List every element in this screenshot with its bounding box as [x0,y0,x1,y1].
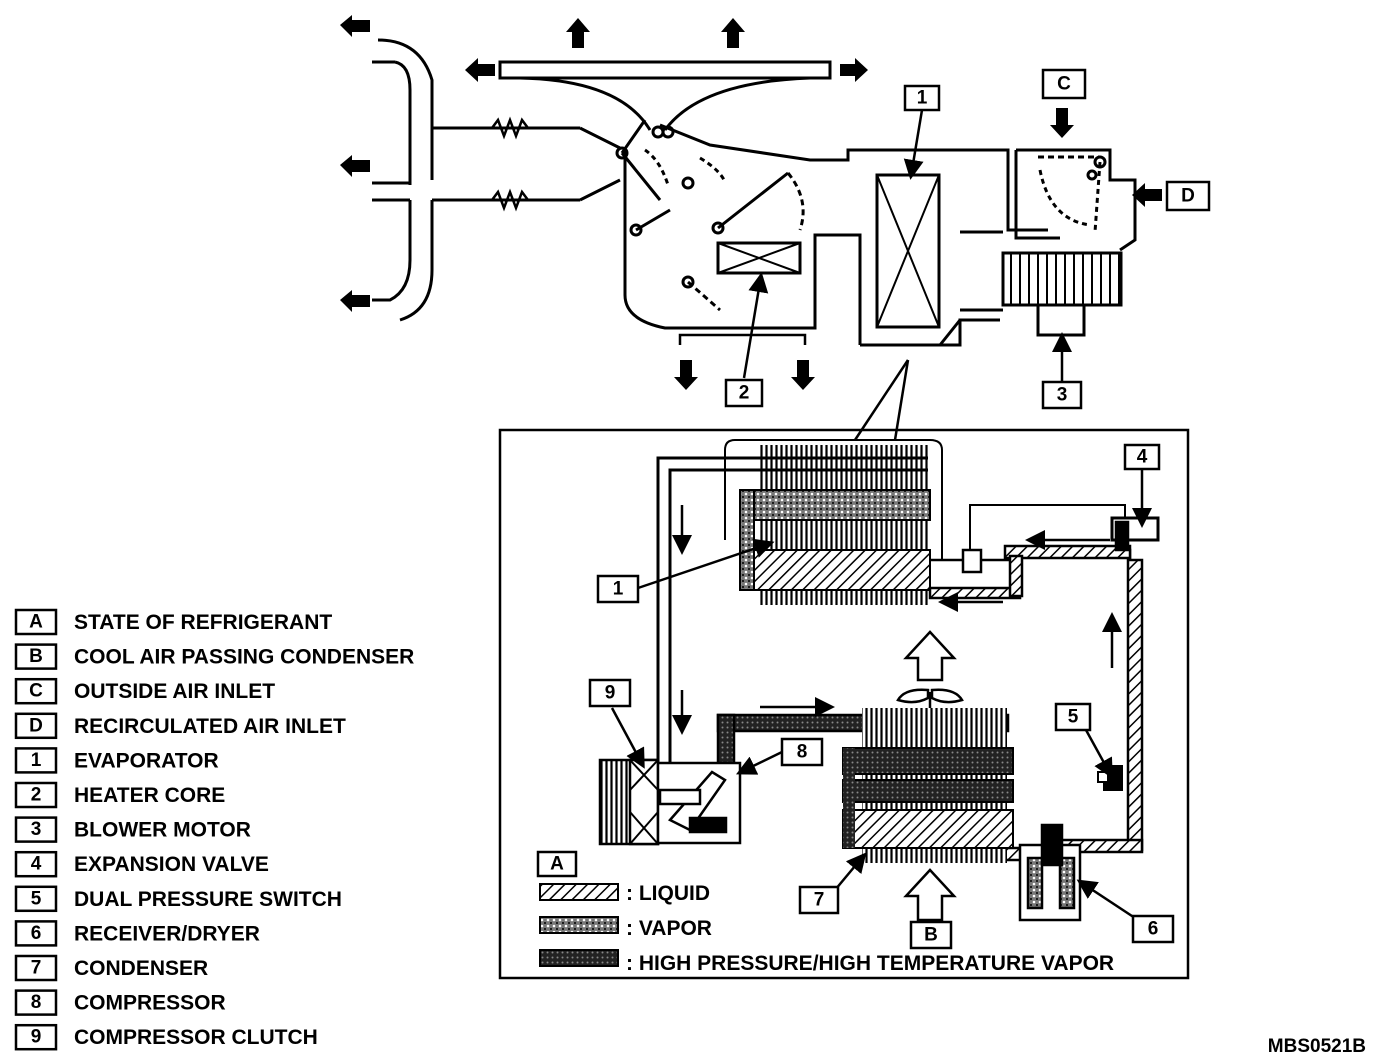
arrow-up-intake [903,868,957,922]
callout-top-1: 1 [917,88,928,109]
key-code-box [14,989,58,1016]
key-code-box [14,816,58,843]
callout-sys-9: 9 [605,683,616,704]
key-code: D [29,715,43,736]
arrow-left-upper [340,15,370,37]
arrow-down-inlet-c [1050,108,1074,138]
figure-code: MBS0521B [1268,1036,1366,1057]
arrow-left-inlet-d [1132,183,1162,207]
key-code: 6 [31,923,42,944]
key-code-box [14,920,58,947]
arrow-left-mid [340,155,370,177]
evaporator-coil [739,445,931,605]
key-code: 4 [31,854,42,875]
hvac-duct-assembly [372,38,1137,347]
system-callout-lines [610,470,1152,920]
arrow-up-outlet [903,630,957,682]
key-code: C [29,681,43,702]
arrow-right-defrost [840,58,868,82]
key-code: 7 [31,958,42,979]
key-label: EXPANSION VALVE [74,853,269,876]
callout-top-2: 2 [739,383,750,404]
callout-sys-4: 4 [1137,447,1148,468]
callout-sys-5: 5 [1068,707,1079,728]
legend-vapor: : VAPOR [626,917,712,940]
top-callout-boxes: 1 2 3 C D [724,68,1211,410]
arrow-down-2 [791,360,815,390]
arrow-up-1 [566,18,590,48]
key-code: 2 [31,785,42,806]
refrigerant-state-legend: : LIQUID : VAPOR : HIGH PRESSURE/HIGH TE… [539,882,1114,975]
key-code-box [14,712,58,740]
key-label: HEATER CORE [74,784,225,807]
key-code-box [14,677,58,705]
key-label: BLOWER MOTOR [74,819,251,842]
dual-pressure-switch [1097,765,1123,791]
system-callout-boxes: 1 4 5 6 7 8 9 A B [536,443,1175,950]
arrow-left-lower [340,290,370,312]
flow-direction-arrows [672,505,1122,735]
arrow-down-1 [674,360,698,390]
compressor-assembly [598,758,742,846]
callout-sys-1: 1 [613,579,624,600]
key-label: COOL AIR PASSING CONDENSER [74,646,414,669]
key-code-box [14,850,58,878]
key-label: CONDENSER [74,957,208,980]
key-label: EVAPORATOR [74,749,219,772]
callout-sys-b: B [924,925,938,946]
key-label: COMPRESSOR CLUTCH [74,1026,318,1049]
condenser-fan [896,630,964,922]
key-code-box [14,747,58,774]
refrigerant-system-frame [498,428,1190,980]
key-code: 8 [31,992,42,1013]
key-code: 9 [31,1027,42,1048]
airflow-arrows [340,15,1162,390]
callout-sys-6: 6 [1148,919,1159,940]
key-code-box [14,608,58,636]
key-code: 5 [31,888,42,909]
key-label: COMPRESSOR [74,992,226,1015]
callout-sys-a: A [550,854,564,875]
arrow-left-defrost [465,58,495,82]
key-code-box [14,1023,58,1051]
legend-hp-vapor: : HIGH PRESSURE/HIGH TEMPERATURE VAPOR [626,952,1114,975]
callout-top-3: 3 [1057,385,1068,406]
component-key: A STATE OF REFRIGERANT B COOL AIR PASSING C… [14,608,414,1051]
key-code: B [29,646,43,667]
key-label: RECEIVER/DRYER [74,922,260,945]
key-code-box [14,885,58,913]
legend-liquid: : LIQUID [626,882,710,905]
condenser-coil [842,708,1014,863]
callout-top-c: C [1057,74,1071,95]
key-code-box [14,781,58,809]
key-label: OUTSIDE AIR INLET [74,680,275,703]
arrow-up-2 [721,18,745,48]
key-code-box [14,954,58,982]
key-label: STATE OF REFRIGERANT [74,611,332,634]
key-code: 3 [31,819,42,840]
top-callout-lines [742,109,1072,441]
callout-sys-7: 7 [814,890,825,911]
key-code: 1 [31,750,42,771]
key-code: A [29,612,43,633]
callout-sys-8: 8 [797,742,808,763]
evaporator-enclosure [724,439,943,560]
key-label: DUAL PRESSURE SWITCH [74,888,342,911]
key-code-box [14,643,58,670]
key-label: RECIRCULATED AIR INLET [74,715,346,738]
callout-top-d: D [1181,186,1195,207]
